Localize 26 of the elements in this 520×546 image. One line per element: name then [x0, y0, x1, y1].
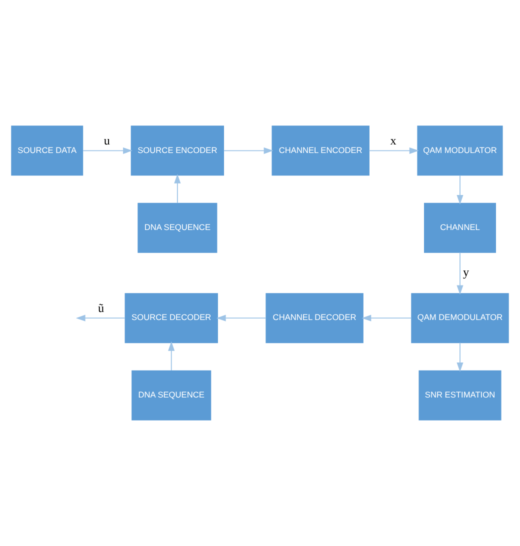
- arrow: [368, 147, 419, 154]
- node-box: QAM DEMODULATOR: [411, 293, 509, 344]
- arrow: [362, 314, 412, 322]
- arrow: [216, 314, 266, 322]
- arrow: [223, 147, 274, 154]
- node-box: DNA SEQUENCE: [132, 370, 212, 420]
- arrow: [456, 252, 464, 295]
- edge-label: x: [390, 133, 396, 148]
- arrow: [174, 174, 181, 204]
- node-box: QAM MODULATOR: [417, 126, 503, 176]
- arrow: [456, 342, 464, 372]
- edge-label: u: [104, 133, 110, 148]
- node-box: SOURCE DECODER: [124, 293, 218, 344]
- edge-label: ũ: [98, 300, 104, 315]
- arrow: [456, 174, 464, 204]
- arrow: [82, 147, 132, 154]
- arrow: [76, 314, 126, 322]
- edge-label: y: [463, 264, 470, 279]
- node-box: SOURCE ENCODER: [130, 126, 224, 176]
- node-box: CHANNEL ENCODER: [272, 126, 370, 176]
- node-box: SOURCE DATA: [11, 126, 84, 176]
- node-box: SNR ESTIMATION: [418, 370, 502, 420]
- node-box: CHANNEL DECODER: [266, 293, 364, 344]
- node-box: CHANNEL: [424, 202, 496, 253]
- arrow: [168, 341, 175, 371]
- node-box: DNA SEQUENCE: [138, 202, 218, 253]
